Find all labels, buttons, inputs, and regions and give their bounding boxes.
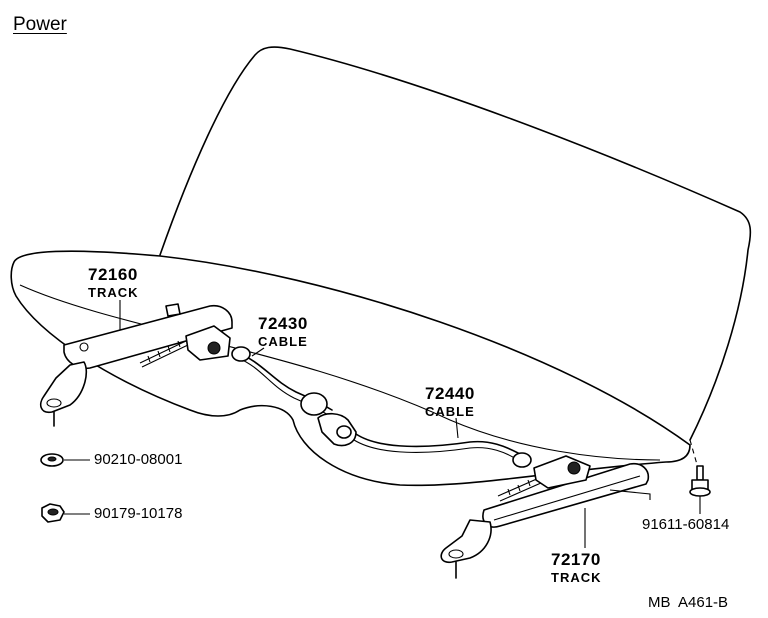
seat-back-outline bbox=[159, 46, 752, 441]
track-72160-front-stud bbox=[165, 303, 181, 317]
part-name-72440: CABLE bbox=[425, 404, 475, 419]
seat-cushion-outline bbox=[10, 250, 691, 487]
cable-72440-end bbox=[512, 452, 532, 468]
track-72160-hole bbox=[79, 342, 89, 352]
track-72160-gear bbox=[207, 341, 221, 355]
seat-cushion-crease bbox=[19, 284, 661, 461]
fastener-number-90179: 90179-10178 bbox=[94, 505, 183, 522]
track-72160-bracket-hole bbox=[46, 398, 62, 408]
diagram-title: Power bbox=[13, 14, 67, 35]
motor-end-cap bbox=[336, 425, 352, 439]
track-72160-screw-rod bbox=[139, 339, 191, 368]
track-72170-bracket-hole bbox=[448, 549, 464, 559]
leader-72430 bbox=[251, 347, 265, 357]
nut-icon bbox=[41, 503, 65, 523]
track-72170-gear bbox=[567, 461, 581, 475]
fastener-number-90210: 90210-08001 bbox=[94, 451, 183, 468]
track-72170-bracket bbox=[440, 519, 492, 564]
part-name-72170: TRACK bbox=[551, 570, 602, 585]
fastener-number-91611: 91611-60814 bbox=[642, 516, 730, 533]
cable-72440 bbox=[355, 433, 521, 455]
bolt-icon bbox=[689, 465, 711, 497]
cable-72430-end bbox=[231, 346, 251, 362]
part-name-72430: CABLE bbox=[258, 334, 308, 349]
part-number-72430: 72430 bbox=[258, 314, 308, 333]
washer-icon bbox=[40, 453, 64, 467]
part-number-72170: 72170 bbox=[551, 550, 601, 569]
cable-motor-coupling bbox=[300, 392, 328, 416]
figure-code: MB A461-B bbox=[648, 594, 729, 611]
leader-72440 bbox=[455, 417, 459, 439]
track-72170-screw-rod bbox=[497, 473, 551, 502]
part-number-72440: 72440 bbox=[425, 384, 475, 403]
track-72160 bbox=[63, 304, 233, 370]
track-72170-lower-rail bbox=[493, 475, 651, 521]
part-number-72160: 72160 bbox=[88, 265, 138, 284]
cable-72440-inner bbox=[353, 439, 519, 461]
part-name-72160: TRACK bbox=[88, 285, 139, 300]
